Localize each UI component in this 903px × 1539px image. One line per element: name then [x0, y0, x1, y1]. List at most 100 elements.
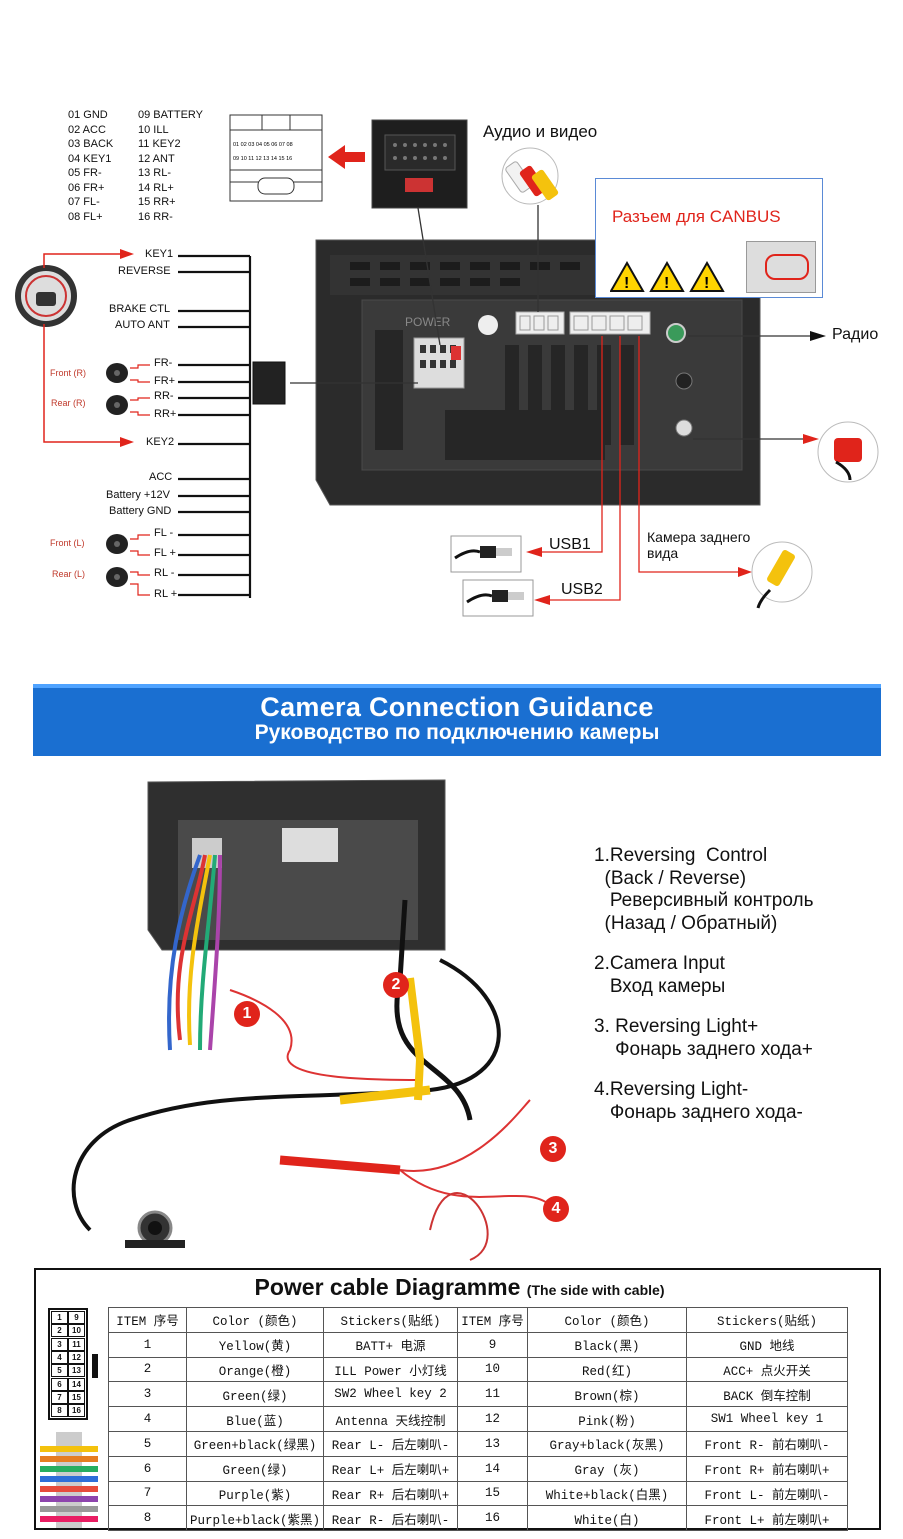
- connector-pin: 9: [68, 1311, 85, 1324]
- table-cell: Antenna 天线控制: [323, 1406, 458, 1432]
- pin-legend-item: 13 RL-: [138, 167, 172, 179]
- column-header: ITEM 序号: [108, 1307, 187, 1333]
- speaker-label-front-l: Front (L): [50, 538, 85, 548]
- wire-label-battery: Battery +12V: [106, 489, 170, 501]
- connector-pin: 14: [68, 1377, 85, 1391]
- wire-label-fl-plus: FL +: [154, 547, 176, 559]
- connector-pin: 12: [68, 1350, 85, 1364]
- connector-pin: 8: [51, 1404, 68, 1418]
- pin-legend-item: 05 FR-: [68, 167, 102, 179]
- power-cable-table: ITEM 序号 Color (颜色) Stickers(贴纸) ITEM 序号 …: [108, 1307, 848, 1532]
- marker-3: 3: [540, 1136, 566, 1162]
- wire-label-reverse: REVERSE: [118, 265, 171, 277]
- marker-2: 2: [383, 972, 409, 998]
- table-cell: White(白): [527, 1505, 687, 1532]
- rca-av-icon: [501, 147, 559, 205]
- connector-pin: 2: [51, 1324, 68, 1338]
- pin-legend-item: 08 FL+: [68, 210, 103, 223]
- camera-step: 2.Camera Input Вход камеры: [594, 953, 726, 997]
- wire-label-acc: ACC: [149, 471, 173, 483]
- table-cell: Front R+ 前右喇叭+: [686, 1455, 848, 1482]
- speaker-label-rear-l: Rear (L): [52, 569, 86, 579]
- harness-plug-photo: [371, 119, 468, 209]
- column-header: ITEM 序号: [457, 1307, 528, 1333]
- table-cell: 1: [108, 1331, 187, 1358]
- table-cell: ILL Power 小灯线: [323, 1356, 458, 1383]
- table-cell: 8: [108, 1505, 187, 1532]
- callout-rear-camera: Камера заднего вида: [647, 529, 750, 561]
- wire-label-brake: BRAKE CTL: [109, 303, 171, 315]
- pin-legend-item: 07 FL-: [68, 196, 100, 208]
- connector-pin: 5: [51, 1364, 68, 1378]
- gps-arrow: [693, 434, 819, 444]
- connector-face-diagram: 01 02 03 04 05 06 07 08 09 10 11 12 13 1…: [229, 114, 323, 202]
- column-header: Stickers(贴纸): [686, 1307, 848, 1333]
- speaker-icons: [106, 363, 128, 587]
- table-cell: 7: [108, 1480, 187, 1507]
- camera-step: 3. Reversing Light+ Фонарь заднего хода+: [594, 1016, 813, 1060]
- wire-label-fr-minus: FR-: [154, 357, 173, 369]
- power-table-subtitle: (The side with cable): [526, 1282, 665, 1298]
- camera-guidance-banner: Camera Connection Guidance Руководство п…: [33, 684, 881, 756]
- camera-steps: 1.Reversing Control (Back / Reverse) Рев…: [594, 845, 894, 1142]
- pin-legend-item: 02 ACC: [68, 123, 106, 136]
- pin-legend-item: 15 RR+: [138, 196, 176, 208]
- connector-pin: 10: [68, 1324, 85, 1338]
- camera-rca-icon: [751, 541, 813, 609]
- wire-label-fr-plus: FR+: [154, 375, 176, 387]
- table-cell: 15: [457, 1480, 528, 1507]
- connector-pin: 11: [68, 1337, 85, 1351]
- table-cell: Green(绿): [186, 1455, 324, 1482]
- speaker-label-front-r: Front (R): [50, 368, 86, 378]
- pin-legend-left: 01 GND 02 ACC 03 BACK 04 KEY1 05 FR- 06 …: [68, 108, 113, 224]
- steering-key-lines: [43, 253, 120, 443]
- canbus-plug-photo: [746, 241, 816, 293]
- wire-bundle: [178, 254, 252, 598]
- table-cell: Rear R+ 后右喇叭+: [323, 1480, 458, 1507]
- wire-label-rr-plus: RR+: [154, 408, 177, 420]
- iso-plug: [252, 361, 286, 405]
- table-cell: BACK 倒车控制: [686, 1381, 848, 1408]
- table-cell: Brown(棕): [527, 1381, 687, 1408]
- radio-arrow: [688, 331, 826, 341]
- column-header: Color (颜色): [186, 1307, 324, 1333]
- svg-text:!: !: [624, 275, 629, 292]
- gps-antenna-icon: [817, 421, 879, 483]
- callout-rear-camera-line1: Камера заднего: [647, 529, 751, 545]
- table-cell: GND 地线: [686, 1331, 848, 1358]
- wire-label-key2: KEY2: [146, 436, 175, 448]
- pin-legend-item: 09 BATTERY: [138, 109, 204, 121]
- table-cell: Rear L- 后左喇叭-: [323, 1430, 458, 1457]
- power-table-title: Power cable Diagramme (The side with cab…: [36, 1270, 883, 1307]
- table-cell: Front L- 前左喇叭-: [686, 1480, 848, 1507]
- connector-pin: 16: [68, 1404, 85, 1418]
- column-header: Stickers(贴纸): [323, 1307, 458, 1333]
- connector-pin: 3: [51, 1337, 68, 1351]
- camera-step: 4.Reversing Light- Фонарь заднего хода-: [594, 1079, 803, 1123]
- table-cell: 13: [457, 1430, 528, 1457]
- pin-legend-item: 12 ANT: [138, 152, 175, 165]
- table-cell: 2: [108, 1356, 187, 1383]
- table-cell: SW1 Wheel key 1: [686, 1406, 848, 1432]
- table-header-row: ITEM 序号 Color (颜色) Stickers(贴纸) ITEM 序号 …: [108, 1307, 848, 1333]
- table-cell: 6: [108, 1455, 187, 1482]
- table-cell: 10: [457, 1356, 528, 1383]
- svg-text:!: !: [664, 275, 669, 292]
- pin-legend-right: 09 BATTERY 10 ILL 11 KEY2 12 ANT 13 RL- …: [138, 108, 203, 224]
- table-cell: 16: [457, 1505, 528, 1532]
- connector-pin: 1: [51, 1311, 68, 1324]
- wire-label-battery-gnd: Battery GND: [109, 505, 172, 517]
- pin-legend-item: 16 RR-: [138, 210, 173, 223]
- banner-title-en: Camera Connection Guidance: [260, 692, 654, 722]
- table-cell: Gray (灰): [527, 1455, 687, 1482]
- canbus-title: Разъем для CANBUS: [612, 207, 781, 226]
- connector-numbers-bottom: 09 10 11 12 13 14 15 16: [233, 156, 292, 162]
- banner-title-ru: Руководство по подключению камеры: [254, 721, 660, 744]
- canbus-callout: Разъем для CANBUS ! ! !: [595, 178, 823, 298]
- usb-lines: [540, 336, 740, 601]
- wire-label-auto-ant: AUTO ANT: [115, 319, 170, 331]
